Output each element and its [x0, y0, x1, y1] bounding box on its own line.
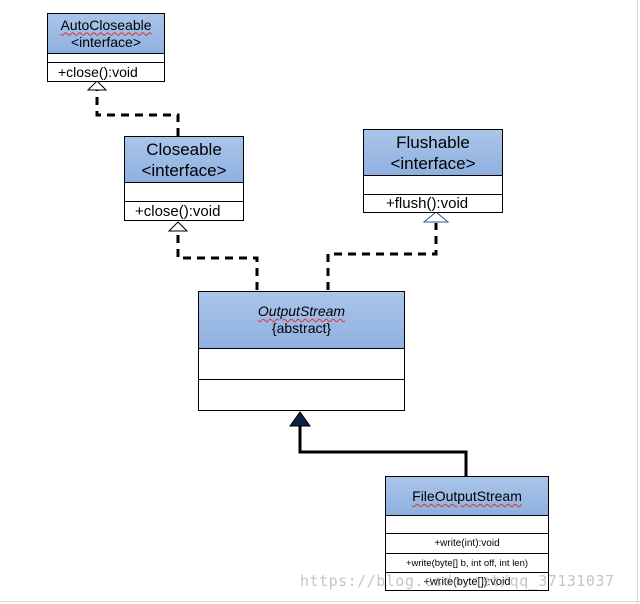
flushable-attributes [364, 176, 502, 195]
autocloseable-attributes [48, 54, 164, 63]
autocloseable-realization-arrowhead [86, 80, 108, 91]
closeable-name: Closeable [146, 139, 222, 159]
flushable-interface-box: Flushable <interface> +flush():void [363, 129, 503, 213]
flushable-name: Flushable [396, 132, 470, 152]
outputstream-realizes-flushable [326, 223, 438, 290]
flushable-operations: +flush():void [364, 195, 502, 212]
right-border-line [637, 0, 638, 604]
outputstream-abstract-class-box: OutputStream {abstract} [198, 291, 405, 411]
outputstream-realizes-closeable [176, 231, 259, 290]
outputstream-header: OutputStream {abstract} [199, 292, 404, 349]
autocloseable-interface-box: AutoCloseable <interface> +close():void [47, 13, 165, 82]
closeable-realization-arrowhead [167, 221, 189, 232]
outputstream-stereotype: {abstract} [271, 320, 332, 336]
flushable-header: Flushable <interface> [364, 130, 502, 176]
closeable-operations: +close():void [125, 202, 243, 220]
outputstream-operations [199, 380, 404, 410]
fileoutputstream-header: FileOutputStream [386, 477, 548, 516]
fileoutputstream-method-3-text: +write(byte[]):void [423, 575, 511, 588]
flushable-realization-arrowhead [422, 211, 450, 223]
outputstream-attributes [199, 349, 404, 380]
autocloseable-header: AutoCloseable <interface> [48, 14, 164, 54]
fileoutputstream-class-box: FileOutputStream +write(int):void +write… [385, 476, 549, 591]
closeable-realizes-autocloseable [95, 90, 180, 136]
fileoutputstream-method-3: +write(byte[]):void [386, 573, 548, 590]
closeable-stereotype: <interface> [141, 160, 227, 180]
autocloseable-operations: +close():void [48, 63, 164, 81]
fileoutputstream-method-2-text: +write(byte[] b, int off, int len) [405, 557, 529, 569]
flushable-method: +flush():void [386, 195, 469, 212]
flushable-stereotype: <interface> [390, 153, 476, 173]
autocloseable-stereotype: <interface> [70, 33, 142, 50]
autocloseable-method: +close():void [58, 64, 138, 80]
fileoutputstream-method-2: +write(byte[] b, int off, int len) [386, 554, 548, 573]
bottom-border-line [0, 601, 640, 602]
fileoutputstream-method-1-text: +write(int):void [434, 538, 500, 549]
closeable-attributes [125, 183, 243, 202]
blog-watermark: https://blog.csdn.net/qq_37131037 [300, 572, 615, 590]
closeable-interface-box: Closeable <interface> +close():void [124, 136, 244, 221]
closeable-header: Closeable <interface> [125, 137, 243, 183]
autocloseable-name: AutoCloseable [60, 16, 152, 33]
closeable-method: +close():void [135, 202, 221, 220]
fileoutputstream-method-1: +write(int):void [386, 534, 548, 554]
outputstream-name: OutputStream [257, 303, 346, 319]
fileoutputstream-name: FileOutputStream [412, 488, 522, 504]
fileoutputstream-attributes [386, 516, 548, 534]
fileoutputstream-extends-outputstream [298, 426, 468, 476]
generalization-arrowhead [289, 411, 311, 427]
